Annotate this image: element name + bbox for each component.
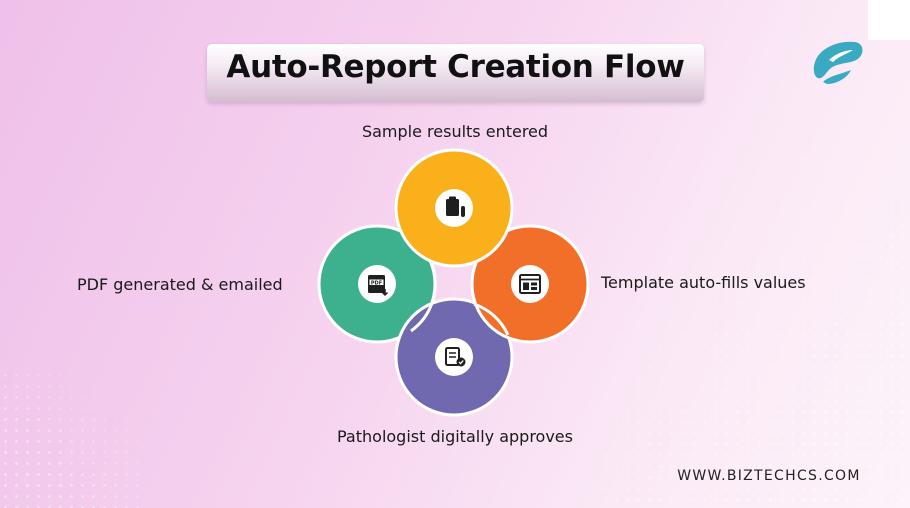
corner-block <box>868 0 910 40</box>
pdf-download-icon: PDF <box>358 265 396 303</box>
svg-text:PDF: PDF <box>371 280 382 286</box>
biztech-logo-icon <box>813 41 863 84</box>
template-layout-icon <box>511 265 549 303</box>
step-label-sample-results: Sample results entered <box>361 122 549 141</box>
step-label-pathologist: Pathologist digitally approves <box>337 427 573 446</box>
website-url: WWW.BIZTECHCS.COM <box>677 468 861 484</box>
clipboard-test-tube-icon <box>435 189 473 227</box>
step-overlap-bottom <box>473 302 510 336</box>
approved-document-icon <box>435 338 473 376</box>
title-banner <box>207 44 704 102</box>
step-label-template: Template auto-fills values <box>601 273 806 292</box>
step-label-pdf: PDF generated & emailed <box>77 275 283 294</box>
step-overlap-left <box>410 261 437 333</box>
page-title: Auto-Report Creation Flow <box>226 49 685 85</box>
